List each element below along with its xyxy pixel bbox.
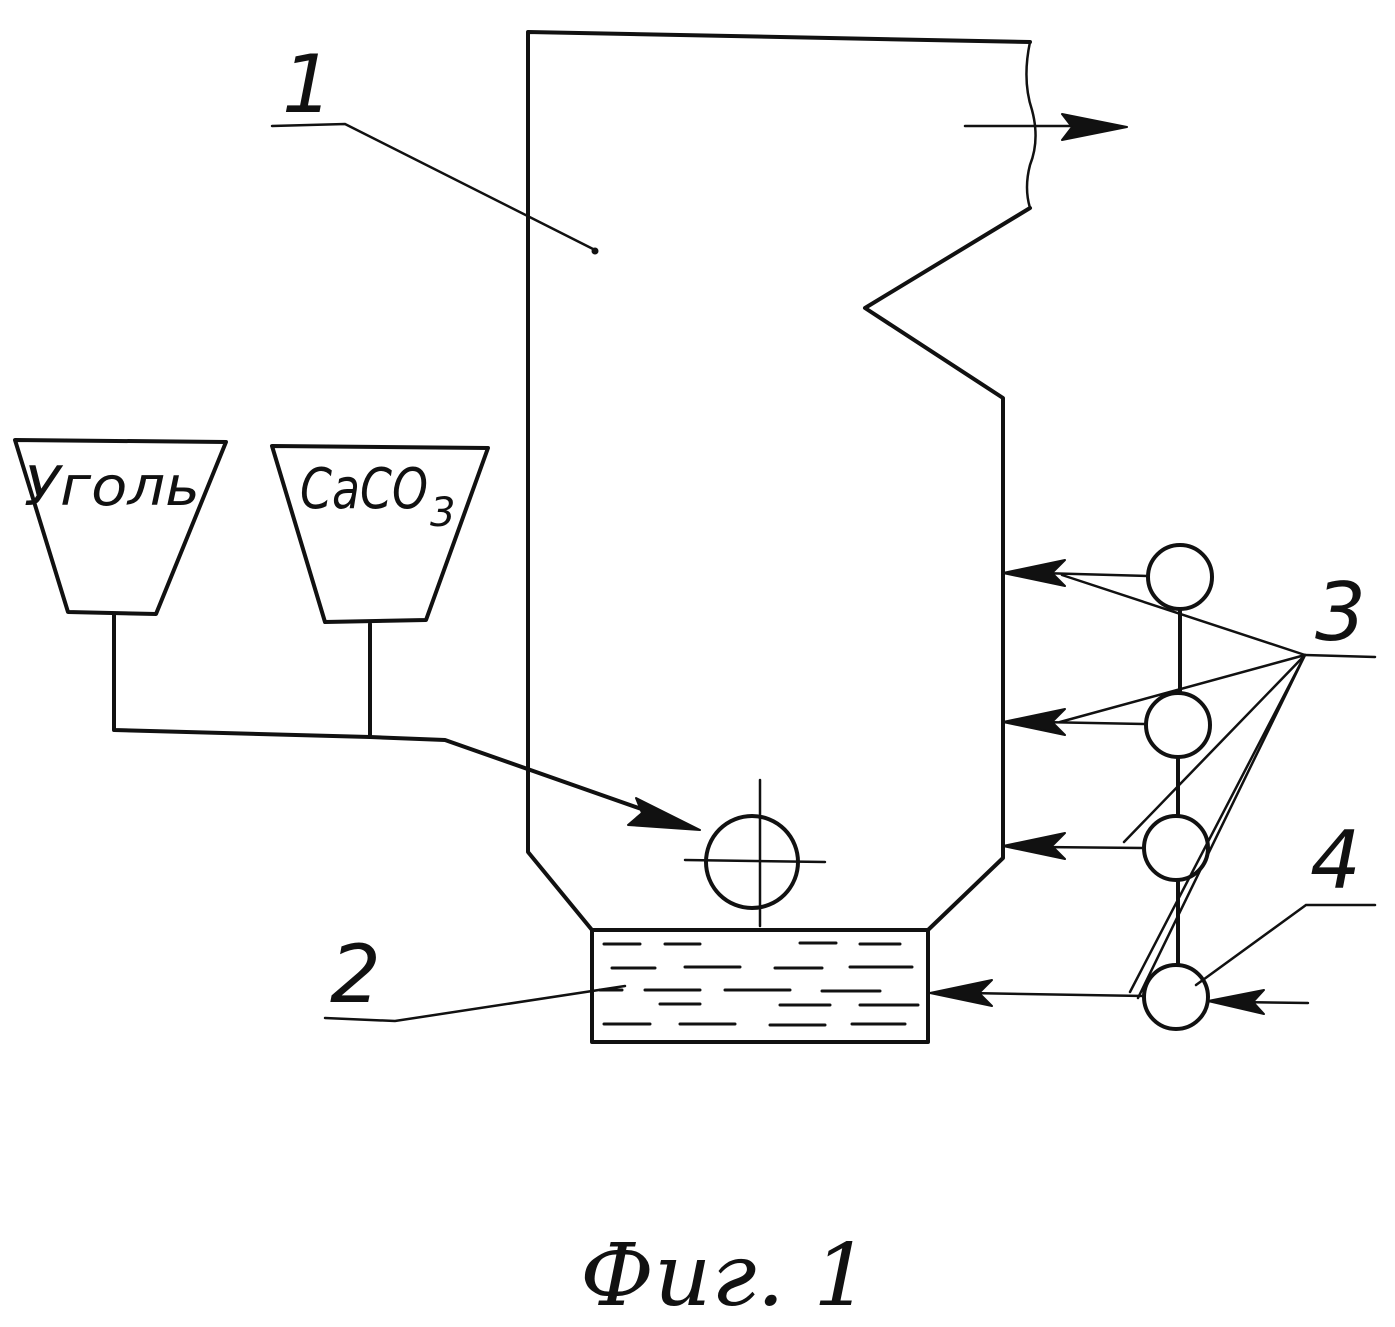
label-2: 2	[330, 928, 381, 1021]
label-3: 3	[1315, 566, 1366, 659]
flue-gas-arrow-head	[1062, 114, 1127, 140]
upper-air-nozzle	[1148, 545, 1212, 609]
limestone-hopper-subscript: 3	[430, 490, 455, 536]
upper-air-arrow-shaft	[1040, 573, 1148, 576]
feed-pipe-arrow-head	[628, 798, 700, 830]
leader-line-4	[1196, 905, 1375, 985]
lower-air-nozzle	[1144, 816, 1208, 880]
figure-caption: Фиг. 1	[580, 1226, 870, 1326]
lower-air-arrow-shaft	[1040, 847, 1144, 848]
melt-bath-liquid-hatching	[600, 943, 918, 1025]
middle-air-nozzle	[1146, 693, 1210, 757]
limestone-hopper-label: CaCO	[300, 457, 428, 522]
middle-air-arrow-shaft	[1040, 722, 1146, 724]
label-1: 1	[282, 38, 333, 131]
coal-hopper-label: Уголь	[24, 455, 200, 518]
feed-pipe	[114, 614, 650, 812]
label-4: 4	[1310, 814, 1361, 907]
air-blower	[1144, 965, 1208, 1029]
leader-dot-1	[592, 248, 599, 255]
bath-air-arrow-shaft	[968, 993, 1144, 996]
leader-line-1	[272, 124, 595, 250]
